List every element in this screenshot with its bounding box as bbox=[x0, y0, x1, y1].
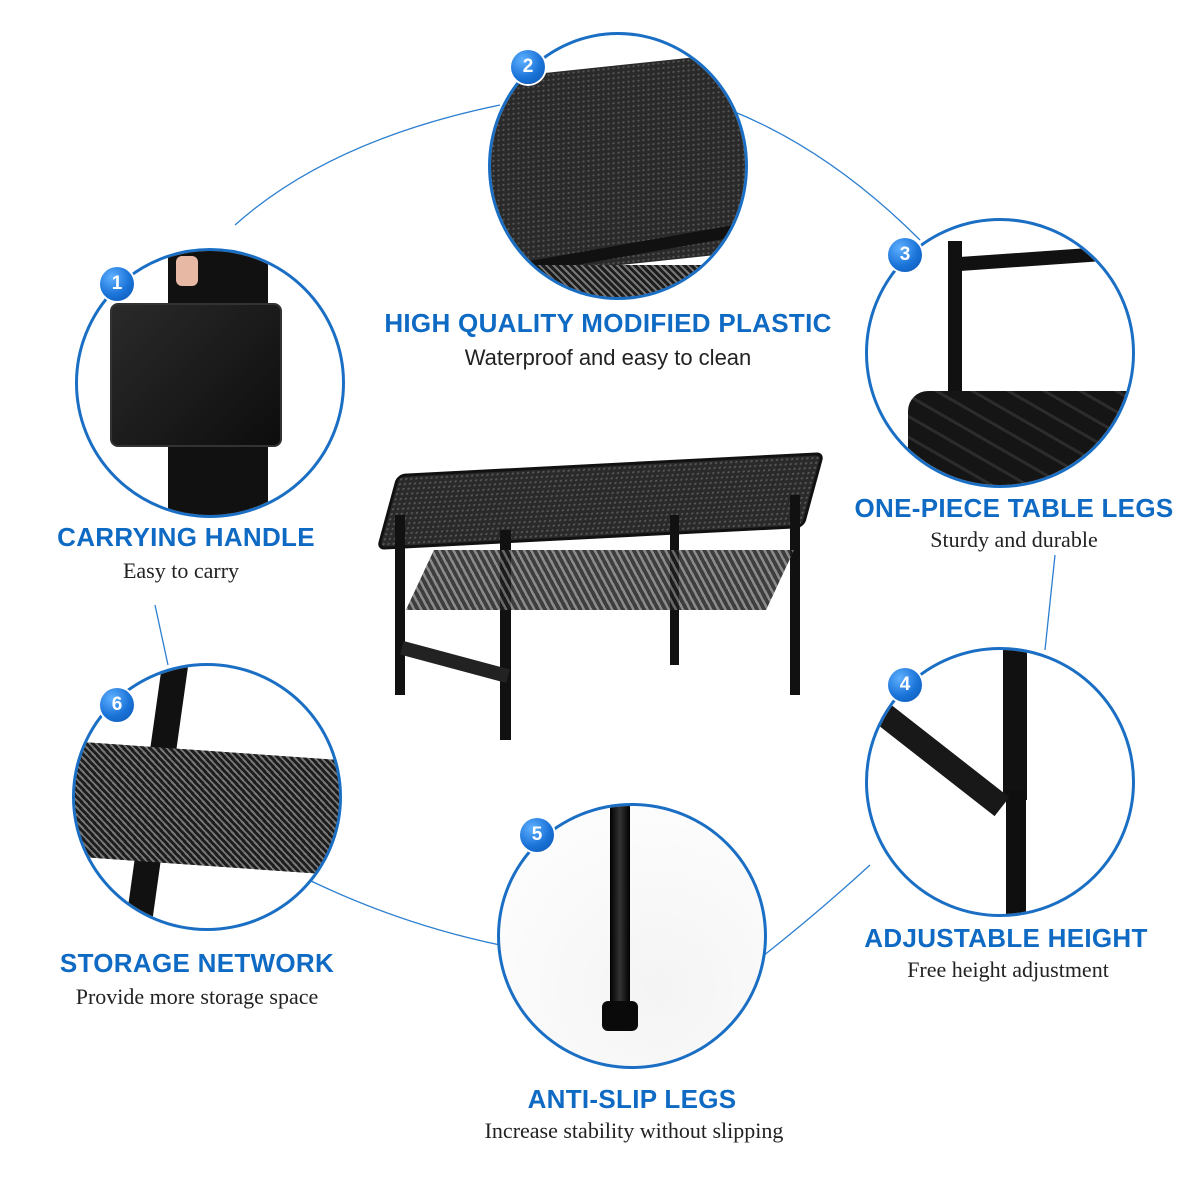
leg-lower bbox=[1006, 790, 1026, 914]
feature-4-title: ADJUSTABLE HEIGHT bbox=[864, 923, 1148, 953]
number-badge-3: 3 bbox=[888, 238, 922, 272]
leg-vertical bbox=[948, 241, 962, 411]
leg-rod bbox=[610, 806, 630, 1011]
leg-upper bbox=[1003, 650, 1027, 800]
feature-4-image bbox=[865, 647, 1135, 917]
folded-table-case bbox=[110, 303, 282, 447]
feature-6-subtitle: Provide more storage space bbox=[75, 984, 319, 1009]
number-badge-1: 1 bbox=[100, 267, 134, 301]
leg-front-left bbox=[395, 515, 405, 695]
feature-6-title: STORAGE NETWORK bbox=[59, 948, 335, 978]
number-badge-2: 2 bbox=[511, 50, 545, 84]
feature-4-subtitle: Free height adjustment bbox=[907, 957, 1109, 982]
feature-5-title: ANTI-SLIP LEGS bbox=[527, 1084, 737, 1114]
leg-front-right bbox=[500, 530, 511, 740]
table-underside bbox=[908, 391, 1132, 485]
storage-mesh-shelf bbox=[406, 550, 794, 610]
feature-3-image bbox=[865, 218, 1135, 488]
feature-2-subtitle: Waterproof and easy to clean bbox=[464, 345, 752, 370]
product-table-image bbox=[376, 452, 825, 755]
number-badge-5: 5 bbox=[520, 818, 554, 852]
mesh-basket bbox=[75, 741, 339, 876]
leg-back-right bbox=[790, 495, 800, 695]
feature-3-subtitle: Sturdy and durable bbox=[930, 527, 1098, 552]
number-badge-6: 6 bbox=[100, 688, 134, 722]
feature-1-title: CARRYING HANDLE bbox=[57, 522, 315, 552]
hand bbox=[176, 256, 198, 286]
feature-3-title: ONE-PIECE TABLE LEGS bbox=[854, 493, 1174, 523]
feature-5-subtitle: Increase stability without slipping bbox=[484, 1118, 784, 1143]
feature-2-title: HIGH QUALITY MODIFIED PLASTIC bbox=[384, 308, 832, 338]
table-top bbox=[376, 452, 825, 550]
rubber-foot bbox=[602, 1001, 638, 1031]
folding-brace bbox=[868, 692, 1010, 817]
number-badge-4: 4 bbox=[888, 668, 922, 702]
leg-crossbar bbox=[400, 641, 510, 683]
mesh-below bbox=[531, 265, 731, 297]
feature-1-subtitle: Easy to carry bbox=[122, 558, 240, 583]
